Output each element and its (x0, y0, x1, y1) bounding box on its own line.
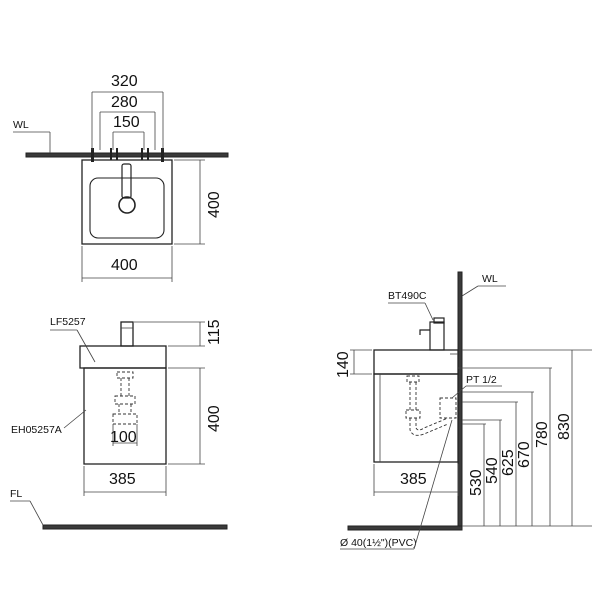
floor-line (42, 524, 228, 530)
side-floor (347, 525, 463, 531)
height-625: 625 (500, 449, 517, 476)
dim-400-v: 400 (206, 191, 223, 218)
top-basin-outer (81, 159, 173, 245)
side-wl-leader (461, 285, 479, 297)
top-wl-label: WL (13, 119, 29, 131)
dim-400-h: 400 (111, 257, 138, 274)
bt-label: BT490C (388, 290, 427, 302)
pipe-label: Ø 40(1½")(PVC) (340, 537, 417, 549)
dim-280: 280 (111, 94, 138, 111)
side-siphon (405, 375, 457, 436)
dim-115: 115 (206, 319, 223, 345)
side-cabinet (373, 373, 459, 463)
mounting-marks (91, 148, 164, 162)
side-wl-label: WL (482, 273, 498, 285)
pt-label: PT 1/2 (466, 374, 497, 386)
eh-leader (63, 409, 87, 429)
top-view: WL 320 280 150 (13, 73, 229, 282)
side-faucet (419, 317, 445, 351)
front-cabinet (83, 367, 167, 465)
fl-label: FL (10, 488, 22, 500)
top-drain (118, 196, 136, 214)
dim-385-front: 385 (109, 471, 136, 488)
side-view: WL BT490C PT 1/2 (335, 271, 592, 550)
top-wall-line (25, 152, 229, 158)
height-670: 670 (516, 441, 533, 468)
side-basin (373, 349, 459, 375)
dim-320: 320 (111, 73, 138, 90)
dim-140: 140 (335, 351, 352, 378)
top-faucet (121, 163, 132, 199)
top-basin-inner (89, 177, 165, 239)
height-780: 780 (534, 421, 551, 448)
front-basin (79, 345, 167, 369)
dim-385-side: 385 (400, 471, 427, 488)
eh-label: EH05257A (11, 424, 62, 436)
front-faucet (120, 321, 134, 347)
front-siphon (112, 371, 138, 425)
height-dimensions: 530 540 625 670 780 830 (458, 349, 592, 527)
pt-leader (451, 385, 467, 399)
dim-150: 150 (113, 114, 140, 131)
dim-400: 400 (206, 405, 223, 432)
dim-100: 100 (110, 429, 137, 446)
height-540: 540 (484, 457, 501, 484)
height-530: 530 (468, 469, 485, 496)
lf-label: LF5257 (50, 316, 86, 328)
front-view: LF5257 EH05257A 115 400 100 385 FL (10, 316, 228, 530)
height-830: 830 (556, 413, 573, 440)
